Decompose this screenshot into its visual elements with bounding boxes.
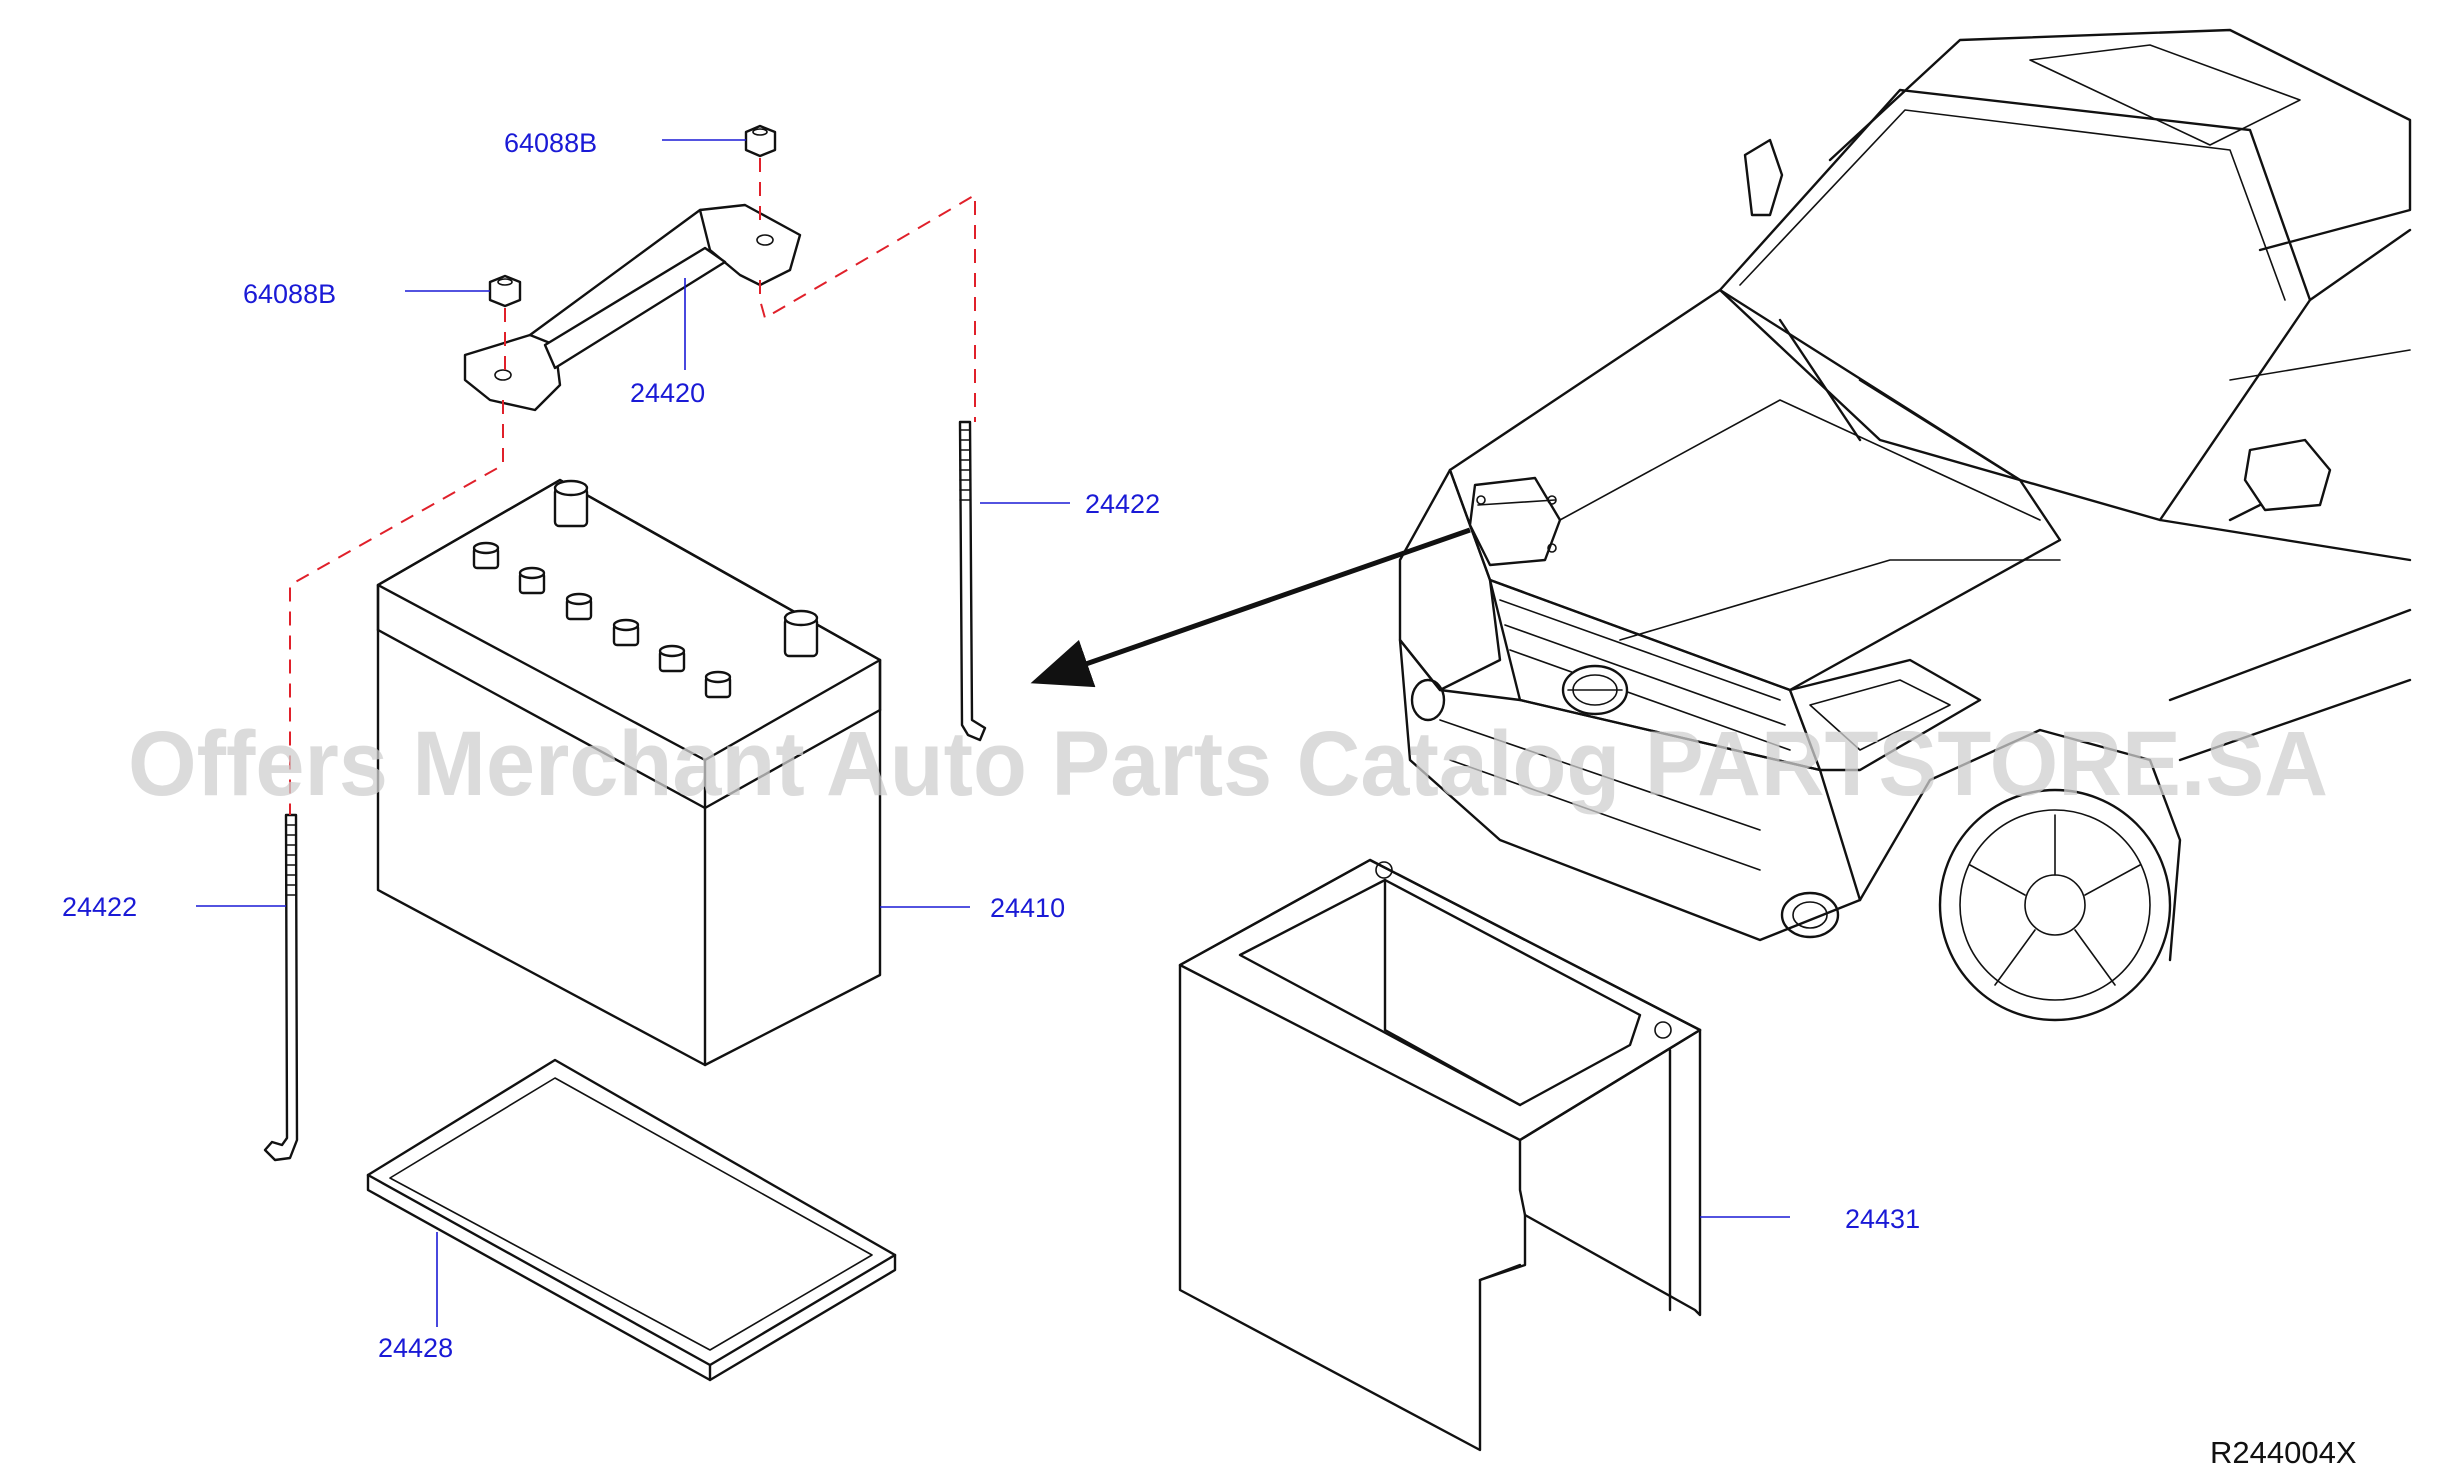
battery-drawing	[376, 478, 882, 1067]
leader-lines	[196, 139, 1790, 1327]
nut-top-drawing	[744, 124, 777, 158]
diagram-reference-code: R244004X	[2210, 1435, 2357, 1470]
label-nut-left: 64088B	[243, 279, 336, 309]
label-nut-top: 64088B	[504, 128, 597, 158]
label-hold-down-frame: 24420	[630, 378, 705, 408]
assembly-guide-lines	[289, 158, 976, 815]
location-arrow	[1030, 527, 1471, 688]
hold-down-frame-drawing	[463, 203, 802, 412]
rod-left-drawing	[263, 813, 299, 1162]
battery-cover-drawing	[1178, 858, 1702, 1452]
watermark-text: Offers Merchant Auto Parts Catalog PARTS…	[128, 713, 2328, 815]
label-battery: 24410	[990, 893, 1065, 923]
label-rod-left: 24422	[62, 892, 137, 922]
label-tray: 24428	[378, 1333, 453, 1363]
vehicle-drawing	[1398, 28, 2412, 1022]
label-rod-right: 24422	[1085, 489, 1160, 519]
nut-left-drawing	[488, 274, 522, 308]
battery-tray-drawing	[366, 1058, 897, 1382]
label-cover: 24431	[1845, 1204, 1920, 1234]
rod-right-drawing	[958, 420, 987, 742]
